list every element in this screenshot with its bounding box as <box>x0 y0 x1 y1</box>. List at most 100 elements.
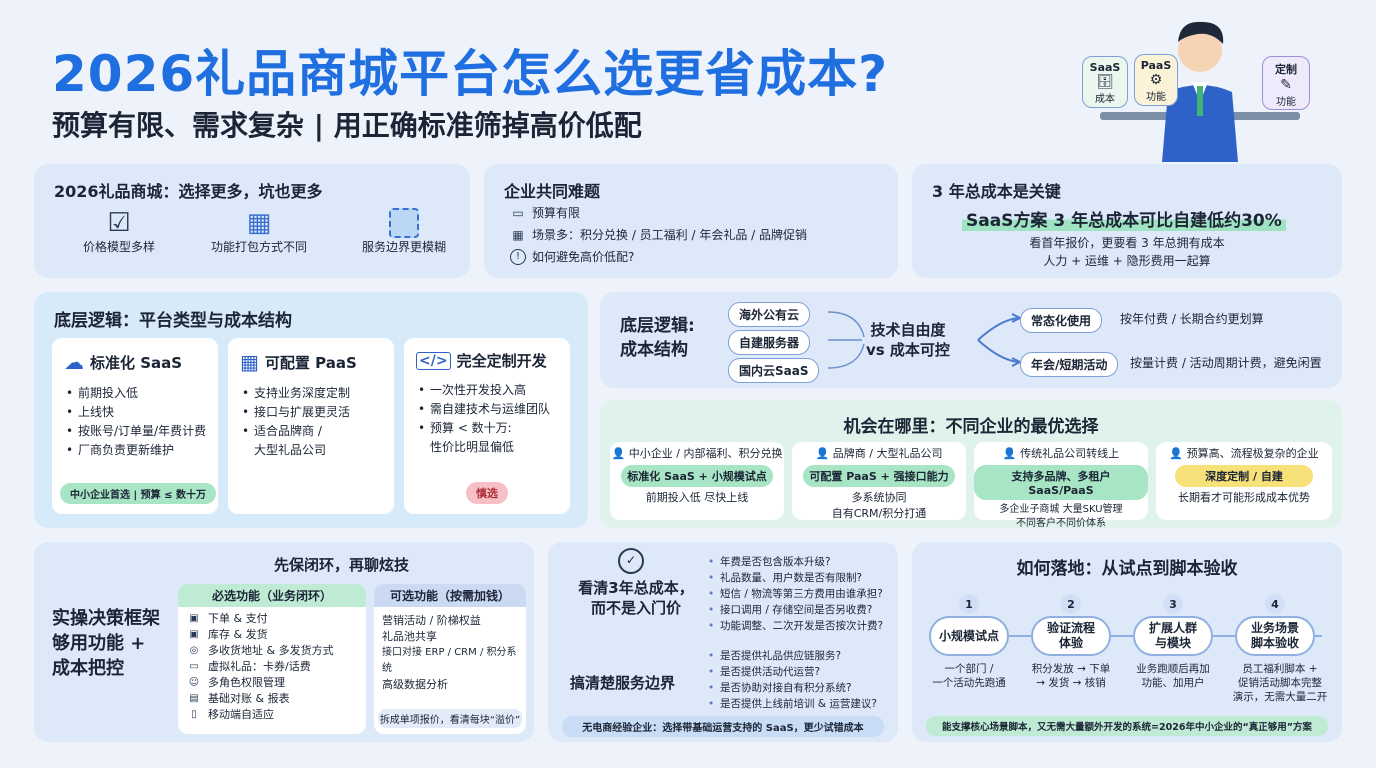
card-title: 3 年总成本是关键 <box>932 182 1061 201</box>
platform-types-card: 底层逻辑：平台类型与成本结构 ☁ 标准化 SaaS 前期投入低 上线快 按账号/订… <box>34 292 588 528</box>
item-label: 价格模型多样 <box>82 240 155 254</box>
step-name: 小规模试点 <box>938 628 999 643</box>
user-icon: 👤 <box>815 447 830 460</box>
must-item: 多角色权限管理 <box>208 676 285 689</box>
opp-who: 品牌商 / 大型礼品公司 <box>832 447 943 460</box>
option-point: 前期投入低 <box>66 384 218 403</box>
opportunity-card: 机会在哪里：不同企业的最优选择 👤 中小企业 / 内部福利、积分兑换 标准化 S… <box>600 400 1342 529</box>
card-icon: ▭ <box>189 661 199 672</box>
opp-desc: 多企业子商城 大量SKU管理 不同客户不同价体系 <box>999 504 1123 529</box>
step-desc: 一个部门 / 一个活动先跑通 <box>932 663 1006 689</box>
option-point: 上线快 <box>66 403 218 422</box>
optional-item: 礼品池共享 <box>382 630 437 643</box>
opp-column: 👤 品牌商 / 大型礼品公司 可配置 PaaS + 强接口能力 多系统协同 自有… <box>792 442 966 520</box>
optional-item: 高级数据分析 <box>382 678 448 691</box>
option-point: 支持业务深度定制 <box>242 384 394 403</box>
step-node: 小规模试点 <box>929 616 1009 656</box>
card-title: 机会在哪里：不同企业的最优选择 <box>843 417 1099 437</box>
opp-pick: 支持多品牌、多租户 SaaS/PaaS <box>974 465 1148 500</box>
saas-option-card: ☁ 标准化 SaaS 前期投入低 上线快 按账号/订单量/年费计费 厂商负责更新维… <box>52 338 218 514</box>
option-name: 标准化 SaaS <box>90 353 183 372</box>
must-title: 必选功能（业务闭环） <box>178 584 366 607</box>
service-question: 是否提供活动代运营? <box>708 664 877 680</box>
cost-question: 年费是否包含版本升级? <box>708 554 883 570</box>
framework-headline: 先保闭环，再聊炫技 <box>274 556 410 574</box>
card-title: 企业共同难题 <box>504 182 601 201</box>
cost-note: 人力 + 运维 + 隐形费用一起算 <box>1043 254 1211 268</box>
must-item: 虚拟礼品：卡券/话费 <box>208 660 311 673</box>
three-year-cost-card: 3 年总成本是关键 SaaS方案 3 年总成本可比自建低约30% 看首年报价，更… <box>912 164 1342 278</box>
option-point: 需自建技术与运维团队 <box>418 400 570 419</box>
option-point: 预算 < 数十万: 性价比明显偏低 <box>418 419 570 457</box>
dashed-box-icon <box>389 208 419 238</box>
common-problems-card: 企业共同难题 ▭ 预算有限 ▦ 场景多：积分兑换 / 员工福利 / 年会礼品 / 品… <box>484 164 898 278</box>
service-question: 是否协助对接自有积分系统? <box>708 680 877 696</box>
service-question: 是否提供上线前培训 & 运营建议? <box>708 696 877 712</box>
puzzle-icon: ▦ <box>246 208 272 238</box>
step-desc: 业务跑顺后再加 功能、加用户 <box>1136 663 1210 689</box>
cost-highlight: SaaS方案 3 年总成本可比自建低约30% <box>962 206 1286 231</box>
decision-framework-card: 实操决策框架 够用功能 + 成本把控 先保闭环，再聊炫技 必选功能（业务闭环） … <box>34 542 534 742</box>
user-icon: 👤 <box>611 447 626 460</box>
person-icon: ☺ <box>188 677 200 688</box>
step-desc: 员工福利脚本 + 促销活动脚本完整 演示，无需大量二开 <box>1232 663 1328 703</box>
code-icon: </> <box>416 351 451 370</box>
cart-icon: ▣ <box>189 613 199 624</box>
option-name: 完全定制开发 <box>456 352 547 370</box>
cost-questions-card: ✓ 看清3年总成本， 而不是入门价 年费是否包含版本升级? 礼品数量、用户数是否… <box>548 542 898 742</box>
step-node: 扩展人群 与模块 <box>1133 616 1213 656</box>
step-number: 3 <box>1163 594 1183 614</box>
item-label: 功能打包方式不同 <box>210 240 307 254</box>
paas-badge: PaaS ⚙ 功能 <box>1134 54 1178 106</box>
card-title: 实操决策框架 够用功能 + 成本把控 <box>52 608 160 679</box>
magnifier-icon: ✓ <box>618 548 644 574</box>
cost-note: 看首年报价，更要看 3 年总拥有成本 <box>1029 236 1225 250</box>
alert-icon: ! <box>510 249 526 265</box>
source-node: 自建服务器 <box>728 330 811 355</box>
opp-desc: 前期投入低 尽快上线 <box>645 491 749 504</box>
paas-option-card: ▦可配置 PaaS 支持业务深度定制 接口与扩展更灵活 适合品牌商 / 大型礼品… <box>228 338 394 514</box>
flow-connectors <box>827 311 1023 369</box>
opp-column: 👤 传统礼品公司转线上 支持多品牌、多租户 SaaS/PaaS 多企业子商城 大… <box>974 442 1148 529</box>
cost-question: 短信 / 物流等第三方费用由谁承担? <box>708 586 883 602</box>
must-item: 库存 & 发货 <box>208 628 268 641</box>
step-node: 业务场景 脚本验收 <box>1235 616 1315 656</box>
card-title: 2026礼品商城：选择更多，坑也更多 <box>54 182 323 201</box>
recommend-tag: 中小企业首选 | 预算 ≤ 数十万 <box>60 483 216 504</box>
caution-tag: 慎选 <box>466 482 508 504</box>
address-icon: ◎ <box>189 645 199 656</box>
implementation-footer: 能支撑核心场景脚本，又无需大量额外开发的系统=2026年中小企业的“真正够用”方… <box>926 716 1328 736</box>
must-item: 多收货地址 & 多发货方式 <box>208 644 334 657</box>
step-number: 2 <box>1061 594 1081 614</box>
optional-note: 拆成单项报价，看清每块“溢价” <box>378 709 522 728</box>
problem-item: 场景多：积分兑换 / 员工福利 / 年会礼品 / 品牌促销 <box>532 228 808 242</box>
cloud-icon: ☁ <box>64 350 84 374</box>
optional-title: 可选功能（按需加钱） <box>374 584 526 607</box>
opp-who: 预算高、流程极复杂的企业 <box>1186 447 1319 460</box>
source-node: 国内云SaaS <box>728 358 820 383</box>
option-point: 适合品牌商 / 大型礼品公司 <box>242 422 394 460</box>
custom-option-card: </>完全定制开发 一次性开发投入高 需自建技术与运维团队 预算 < 数十万: … <box>404 338 570 514</box>
item-label: 服务边界更模糊 <box>361 240 446 254</box>
puzzle-icon: ▦ <box>240 350 259 374</box>
option-name: 可配置 PaaS <box>264 353 357 372</box>
grid-icon: ▦ <box>512 228 524 242</box>
problem-item: 预算有限 <box>532 206 581 220</box>
card-title: 底层逻辑：平台类型与成本结构 <box>54 311 292 331</box>
user-icon: 👤 <box>1169 447 1184 460</box>
cost-structure-card: 底层逻辑: 成本结构 海外公有云 自建服务器 国内云SaaS 技术自由度 vs … <box>600 292 1342 388</box>
option-point: 按账号/订单量/年费计费 <box>66 422 218 441</box>
opp-who: 中小企业 / 内部福利、积分兑换 <box>628 447 783 460</box>
page-subtitle: 预算有限、需求复杂 | 用正确标准筛掉高价低配 <box>52 109 642 142</box>
problem-item: 如何避免高价低配? <box>532 250 635 264</box>
option-point: 厂商负责更新维护 <box>66 441 218 460</box>
card-title: 如何落地：从试点到脚本验收 <box>1016 559 1238 579</box>
cost-question: 功能调整、二次开发是否按次计费? <box>708 618 883 634</box>
opp-pick: 标准化 SaaS + 小规模试点 <box>621 465 773 487</box>
saas-badge: SaaS 🗄 成本 <box>1082 56 1128 108</box>
step-name: 扩展人群 与模块 <box>1148 621 1197 650</box>
more-choices-card: 2026礼品商城：选择更多，坑也更多 ☑ 价格模型多样 ▦ 功能打包方式不同 服… <box>34 164 470 278</box>
branch-node: 年会/短期活动 <box>1020 352 1119 377</box>
source-node: 海外公有云 <box>728 302 811 327</box>
wallet-icon: ▭ <box>512 206 524 220</box>
